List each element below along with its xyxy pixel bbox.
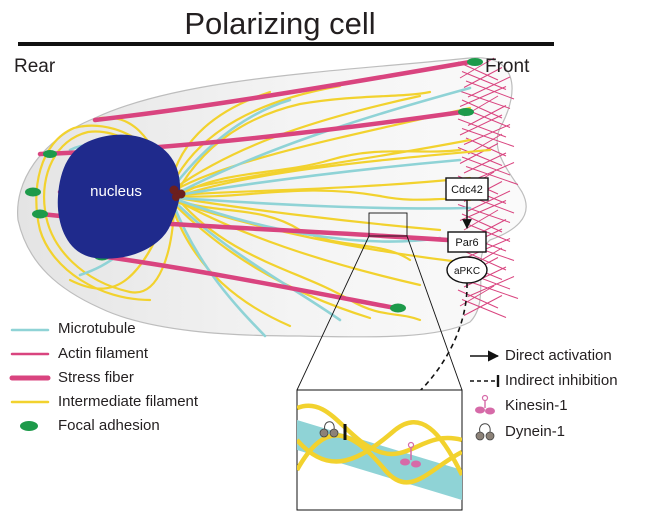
legend-item-focal-adhesion: Focal adhesion	[58, 417, 160, 434]
zoom-region-box	[368, 212, 408, 237]
legend-item-microtubule: Microtubule	[58, 320, 136, 337]
inset-filament-2	[297, 433, 462, 485]
dashed-inhibition-icon	[470, 375, 500, 387]
cell-body	[17, 57, 527, 338]
cdc42-label: Cdc42	[451, 184, 483, 196]
kinesin-icon	[475, 394, 495, 415]
legend-right-icons	[470, 350, 500, 441]
legend-item-dynein: Dynein-1	[505, 423, 566, 440]
rear-label: Rear	[14, 56, 56, 77]
legend-item-stress-fiber: Stress fiber	[58, 369, 134, 386]
legend-item-kinesin: Kinesin-1	[505, 397, 568, 414]
legend-item-direct-activation: Direct activation	[505, 347, 612, 364]
par6-label: Par6	[455, 237, 478, 249]
legend-item-intermediate-filament: Intermediate filament	[58, 393, 199, 410]
front-label: Front	[485, 56, 530, 77]
centrosome	[169, 185, 186, 201]
legend-swatch-focal-adhesion	[20, 421, 38, 431]
inset-filament-1	[297, 403, 462, 457]
dynein-icon	[475, 423, 495, 441]
nucleus-label: nucleus	[90, 183, 142, 200]
nucleus-shape	[57, 134, 181, 259]
inset-dynein-icon	[319, 421, 339, 438]
zoom-connector-right	[406, 235, 463, 391]
inset-kinesin-icon	[400, 441, 421, 468]
legend-item-actin-filament: Actin filament	[58, 345, 149, 362]
inset-content	[297, 403, 462, 500]
par6-box	[447, 231, 487, 253]
legend-left-swatches	[9, 328, 51, 431]
apkc-label: aPKC	[454, 266, 480, 277]
legend-item-indirect-inhibition: Indirect inhibition	[505, 372, 618, 389]
diagram-title: Polarizing cell	[184, 6, 376, 41]
zoom-connector-left	[296, 235, 370, 391]
inset-filament-3	[297, 420, 462, 476]
